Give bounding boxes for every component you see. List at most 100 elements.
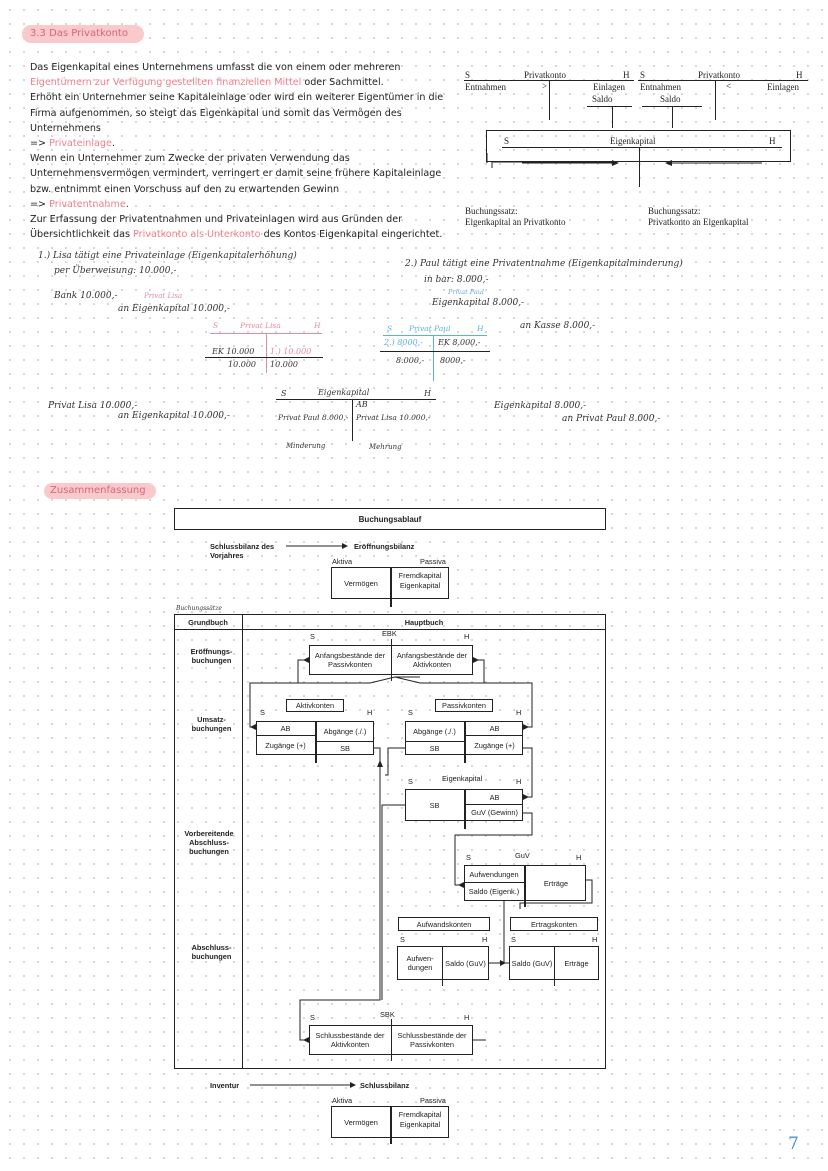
intro-p3: Wenn ein Unternehmer zum Zwecke der priv… — [30, 153, 442, 195]
ex1-bank-pink: Privat Lisa — [144, 292, 183, 300]
ebk-title: EBK — [382, 629, 397, 638]
aufwandskonten-title: Aufwandskonten — [398, 917, 490, 931]
passiv-zugaenge: Zugänge (+) — [474, 740, 515, 750]
left-t-debit: Entnahmen — [465, 82, 506, 92]
right-t-debit2: Saldo — [660, 94, 681, 104]
ek-title: Eigenkapital — [610, 136, 656, 146]
privatkonto-diagram: S Privatkonto H Entnahmen > Einlagen Sal… — [462, 68, 812, 238]
hauptbuch-header: Hauptbuch — [404, 617, 444, 627]
aufw-s: S — [400, 935, 405, 944]
right-t-title: Privatkonto — [698, 70, 740, 80]
aktiv-h: H — [367, 708, 373, 717]
lisa-r2: 10.000 — [270, 360, 298, 369]
aktiv-sb: SB — [340, 743, 350, 753]
booking-right-label: Buchungssatz: — [648, 206, 701, 216]
top-vermoegen: Vermögen — [344, 578, 378, 588]
intro-p2: Erhöht ein Unternehmer seine Kapitaleinl… — [30, 92, 444, 134]
diagram-connectors — [249, 657, 593, 1043]
ek-transfer-arrows — [486, 153, 762, 166]
ekd-sb: SB — [429, 800, 440, 810]
right-t-arrow: < — [726, 81, 732, 91]
ertragskonten-title: Ertragskonten — [510, 917, 598, 931]
paul-h: H — [477, 324, 484, 333]
ebk-left: Anfangsbestände der Passivkonten — [314, 651, 386, 669]
ex2-small: Privat Paul — [448, 288, 485, 296]
left-t-arrow: > — [542, 81, 548, 91]
ex1-line2: per Überweisung: 10.000,- — [54, 266, 177, 276]
ekacc-r1: Privat Lisa 10.000,- — [356, 413, 431, 422]
aktiv-ab: AB — [280, 724, 291, 733]
sbk-right: Schlussbestände der Passivkonten — [397, 1031, 467, 1049]
left-t-title: Privatkonto — [524, 70, 566, 80]
ex2-title: 2.) Paul tätigt eine Privatentnahme (Eig… — [405, 259, 683, 269]
aktiv-zugaenge: Zugänge (+) — [265, 740, 306, 750]
sbk-left: Schlussbestände der Aktivkonten — [315, 1031, 385, 1049]
aktivkonten-title: Aktivkonten — [286, 699, 344, 712]
row-abschluss: Abschluss-buchungen — [191, 943, 232, 961]
ekd-guv: GuV (Gewinn) — [471, 808, 518, 817]
left-t-h: H — [623, 70, 630, 80]
lisa-s: S — [213, 321, 219, 330]
top-fremdkapital: Fremdkapital — [398, 571, 442, 580]
right-t-h: H — [796, 70, 803, 80]
booking-left-text: Eigenkapital an Privatkonto — [465, 217, 566, 227]
passiv-h: H — [516, 708, 522, 717]
guv-ertraege: Erträge — [543, 878, 569, 888]
paul-r2: 8000,- — [440, 356, 466, 365]
lisa-h: H — [314, 321, 321, 330]
section-title: 3.3 Das Privatkonto — [22, 25, 144, 43]
ertr-s: S — [511, 935, 516, 944]
intro-p1c: oder Sachmittel. — [301, 77, 384, 89]
ertr-right: Erträge — [564, 958, 589, 968]
bottom-vermoegen: Vermögen — [344, 1117, 378, 1127]
aufw-h: H — [482, 935, 488, 944]
bottom-aktiva: Aktiva — [332, 1096, 353, 1105]
lisa-title: Privat Lisa — [240, 321, 281, 330]
ekacc-minderung: Minderung — [286, 442, 326, 450]
right-t-credit: Einlagen — [767, 82, 799, 92]
intro-arrow2: => — [30, 198, 50, 210]
bottom-right2: an Privat Paul 8.000,- — [562, 414, 661, 424]
ebk-s: S — [310, 632, 315, 641]
ex1-an: an Eigenkapital 10.000,- — [118, 304, 230, 314]
inventur: Inventur — [210, 1081, 240, 1090]
passiv-abgaenge: Abgänge (./.) — [413, 727, 456, 736]
passiv-s: S — [408, 708, 413, 717]
ekacc-l1: Privat Paul 8.000,- — [278, 413, 349, 422]
sbk-s: S — [310, 1013, 315, 1022]
ex1-bank: Bank 10.000,- — [54, 291, 118, 301]
left-t-credit2: Saldo — [592, 94, 613, 104]
top-passiva: Passiva — [420, 557, 446, 566]
buchungssaetze-note: Buchungssätze — [176, 605, 222, 612]
ekacc-s: S — [281, 389, 287, 398]
buchungsablauf-diagram: Buchungsablauf Schlussbilanz des Vorjahr… — [170, 505, 610, 1145]
bottom-right1: Eigenkapital 8.000,- — [494, 401, 587, 411]
top-eigenkapital: Eigenkapital — [399, 581, 441, 590]
paul-l2: 8.000,- — [396, 356, 425, 365]
lisa-r1: 1.) 10.000 — [270, 347, 312, 356]
arrow-to-schlussbilanz — [250, 1082, 356, 1088]
ertr-left: Saldo (GuV) — [511, 958, 553, 968]
ekd-title: Eigenkapital — [442, 774, 483, 783]
aufw-right: Saldo (GuV) — [445, 958, 486, 968]
ek-arrows — [491, 161, 612, 168]
left-t-s: S — [465, 70, 471, 80]
ekacc-ab: AB — [356, 400, 368, 409]
left-t-credit1: Einlagen — [593, 82, 625, 92]
right-t-debit1: Entnahmen — [640, 82, 681, 92]
ex2-line2: in bar: 8.000,- — [424, 275, 489, 285]
ex2-ek: Eigenkapital 8.000,- — [432, 298, 525, 308]
term-privateinlage: Privateinlage — [49, 138, 112, 150]
ex1-title: 1.) Lisa tätigt eine Privateinlage (Eige… — [38, 251, 297, 261]
ekd-h: H — [516, 777, 522, 786]
top-aktiva: Aktiva — [332, 557, 353, 566]
intro-text: Das Eigenkapital eines Unternehmens umfa… — [30, 62, 444, 241]
row-vorbereitend: Vorbereitende Abschluss-buchungen — [184, 829, 234, 856]
guv-s: S — [466, 853, 471, 862]
intro-arrow1: => — [30, 138, 50, 150]
guv-h: H — [576, 853, 582, 862]
ebk-h: H — [464, 632, 470, 641]
guv-aufwendungen: Aufwendungen — [469, 869, 519, 879]
paul-l1: 2.) 8000,- — [384, 338, 423, 347]
ekd-ab: AB — [489, 792, 500, 802]
